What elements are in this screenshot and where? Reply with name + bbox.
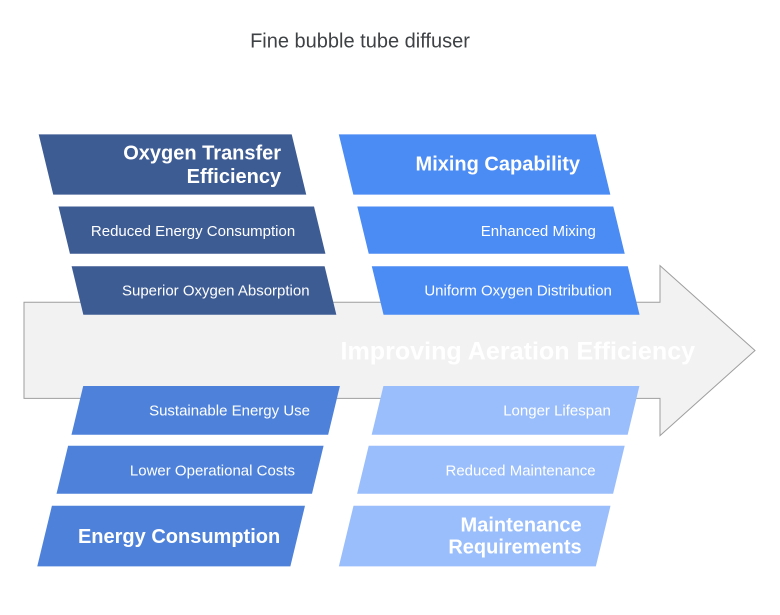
svg-text:Uniform Oxygen Distribution: Uniform Oxygen Distribution — [424, 283, 612, 300]
svg-text:Fine bubble tube diffuser: Fine bubble tube diffuser — [250, 31, 470, 53]
svg-text:Mixing Capability: Mixing Capability — [416, 153, 581, 175]
svg-text:Requirements: Requirements — [448, 536, 581, 558]
svg-text:Sustainable Energy Use: Sustainable Energy Use — [149, 403, 310, 420]
svg-text:Reduced Maintenance: Reduced Maintenance — [445, 462, 595, 479]
svg-text:Efficiency: Efficiency — [187, 166, 282, 188]
svg-text:Reduced Energy Consumption: Reduced Energy Consumption — [91, 223, 295, 240]
svg-text:Maintenance: Maintenance — [461, 515, 582, 537]
svg-text:Lower Operational Costs: Lower Operational Costs — [130, 462, 295, 479]
svg-text:Oxygen Transfer: Oxygen Transfer — [123, 143, 281, 165]
svg-text:Enhanced Mixing: Enhanced Mixing — [481, 223, 596, 240]
svg-text:Energy Consumption: Energy Consumption — [78, 526, 280, 548]
svg-text:Superior Oxygen Absorption: Superior Oxygen Absorption — [122, 283, 310, 300]
svg-text:Improving Aeration Efficiency: Improving Aeration Efficiency — [340, 338, 695, 366]
svg-text:Longer Lifespan: Longer Lifespan — [503, 403, 611, 420]
